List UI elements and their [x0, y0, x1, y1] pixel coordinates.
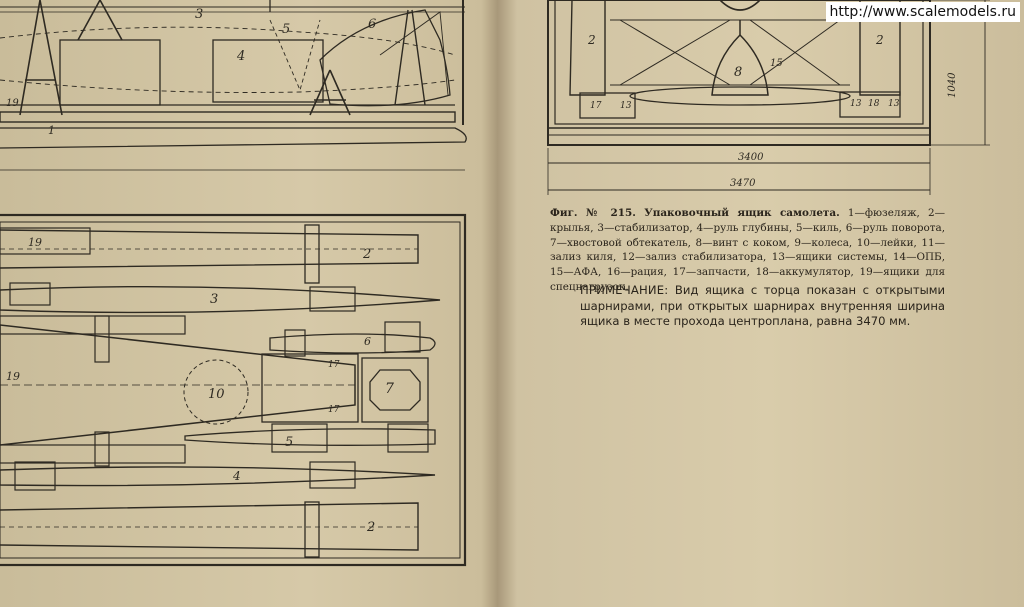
label-17b: 17: [328, 405, 340, 415]
caption-legend: 1—фюзеляж, 2—крылья, 3—стабилизатор, 4—р…: [550, 207, 945, 293]
label-2-bottom: 2: [366, 520, 375, 535]
label-2-top: 2: [362, 247, 371, 262]
dim-1040: 1040: [947, 72, 958, 98]
label-6-plan: 6: [364, 335, 371, 348]
note-text: Вид ящика с торца показан с открытыми ша…: [580, 283, 946, 328]
label-17a: 17: [328, 360, 340, 370]
label-5-plan: 5: [285, 435, 293, 450]
end-label-8: 8: [734, 65, 742, 80]
end-view: [547, 0, 990, 195]
end-label-13r1: 13: [850, 99, 862, 109]
label-19-left: 19: [6, 370, 20, 383]
figure-caption: Фиг. № 215. Упаковочный ящик самолета. 1…: [550, 206, 945, 295]
dim-3400: 3400: [738, 152, 764, 163]
dim-3470: 3470: [730, 178, 756, 189]
label-1: 1: [48, 124, 55, 137]
note-label: ПРИМЕЧАНИЕ:: [580, 283, 669, 297]
end-label-13l: 13: [620, 101, 632, 111]
watermark-link[interactable]: http://www.scalemodels.ru: [825, 2, 1020, 22]
label-19-side: 19: [6, 98, 19, 109]
label-4-plan: 4: [232, 469, 241, 483]
label-3-plan: 3: [210, 292, 218, 307]
label-4: 4: [236, 49, 245, 64]
end-label-13r2: 13: [888, 99, 900, 109]
label-3: 3: [195, 7, 203, 22]
end-label-2-right: 2: [875, 33, 884, 47]
plan-view: [0, 213, 467, 567]
label-10: 10: [208, 387, 225, 402]
end-label-15: 15: [770, 58, 783, 69]
label-19-top: 19: [28, 236, 42, 249]
note-block: ПРИМЕЧАНИЕ: Вид ящика с торца показан с …: [580, 283, 945, 330]
end-label-17: 17: [590, 101, 602, 111]
label-6: 6: [368, 17, 376, 32]
label-5: 5: [282, 22, 290, 37]
caption-title: Фиг. № 215. Упаковочный ящик самолета.: [550, 207, 840, 219]
end-label-2-left: 2: [587, 33, 596, 47]
end-label-18: 18: [868, 99, 880, 109]
side-view: [0, 0, 467, 171]
label-7: 7: [385, 381, 394, 397]
